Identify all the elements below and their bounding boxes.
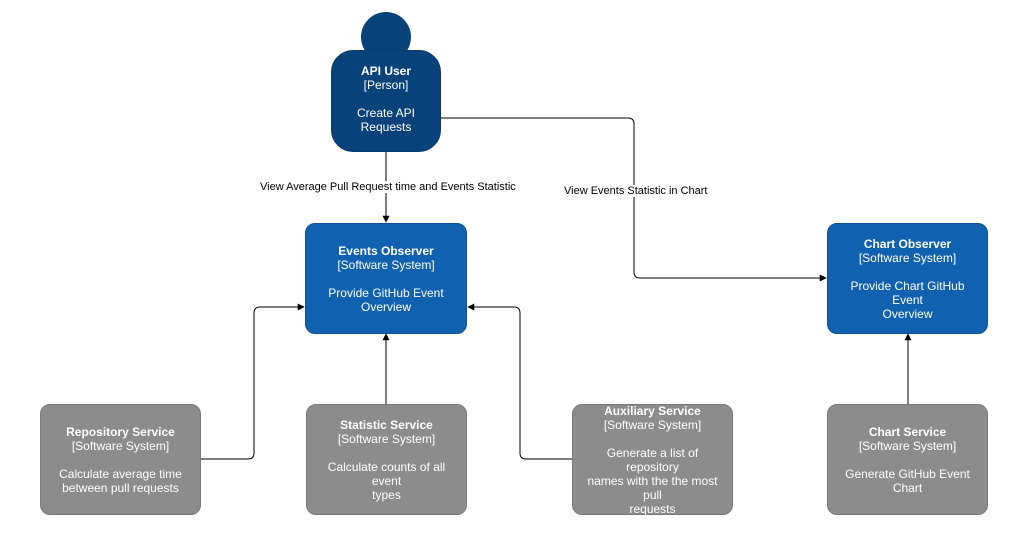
statistic-service-node[interactable]: Statistic Service [Software System] Calc… — [306, 404, 467, 515]
node-title: Events Observer — [338, 243, 434, 258]
node-description: Calculate average time between pull requ… — [59, 466, 182, 495]
chart-service-node[interactable]: Chart Service [Software System] Generate… — [827, 404, 988, 515]
node-kind: [Person] — [363, 78, 409, 92]
chart-observer-node[interactable]: Chart Observer [Software System] Provide… — [827, 223, 988, 334]
node-kind: [Software System] — [337, 431, 436, 446]
node-kind: [Software System] — [337, 257, 435, 272]
node-kind: [Software System] — [71, 438, 170, 453]
node-description: Generate GitHub Event Chart — [845, 466, 970, 495]
node-title: API User — [360, 64, 412, 78]
edge-label-user-to-chart: View Events Statistic in Chart — [564, 185, 708, 197]
node-title: Chart Observer — [863, 236, 952, 251]
node-title: Auxiliary Service — [604, 403, 701, 418]
events-observer-node[interactable]: Events Observer [Software System] Provid… — [305, 223, 467, 334]
api-user-text: API User [Person] Create API Requests — [331, 50, 441, 152]
auxiliary-service-node[interactable]: Auxiliary Service [Software System] Gene… — [572, 403, 733, 516]
node-description: Provide Chart GitHub Event Overview — [850, 278, 965, 321]
node-description: Calculate counts of all event types — [327, 459, 446, 502]
node-description: Provide GitHub Event Overview — [328, 285, 444, 314]
node-kind: [Software System] — [858, 250, 957, 265]
edge-auxiliary-to-events-observer — [467, 303, 572, 460]
node-description: Generate a list of repository names with… — [587, 445, 718, 516]
node-title: Statistic Service — [340, 417, 433, 432]
node-description: Create API Requests — [356, 106, 416, 134]
repository-service-node[interactable]: Repository Service [Software System] Cal… — [40, 404, 201, 515]
edge-user-to-chart-observer — [441, 117, 827, 282]
node-kind: [Software System] — [858, 438, 957, 453]
node-kind: [Software System] — [603, 417, 702, 432]
edge-repository-to-events-observer — [201, 303, 305, 460]
node-title: Chart Service — [868, 424, 947, 439]
node-title: Repository Service — [66, 424, 175, 439]
edge-label-user-to-events: View Average Pull Request time and Event… — [260, 181, 516, 193]
person-body-icon — [331, 50, 441, 152]
